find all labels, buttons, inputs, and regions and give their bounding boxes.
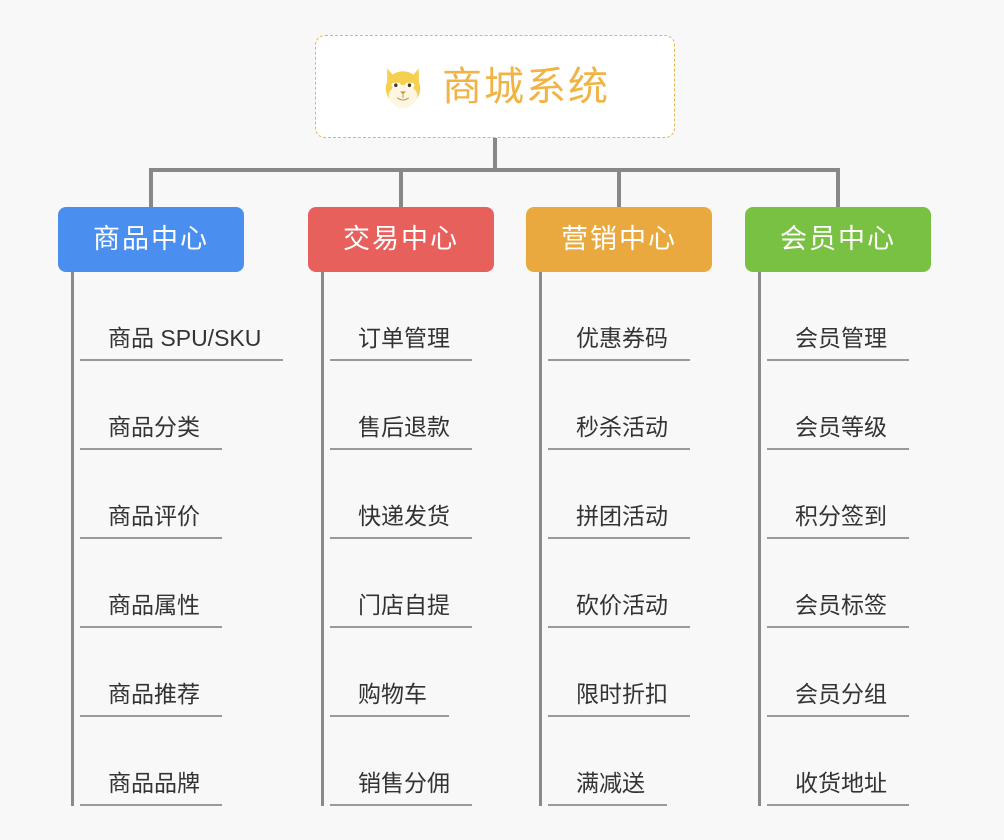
- branch-header-1[interactable]: 商品中心: [58, 207, 244, 272]
- leaf-rail-4: 会员管理 会员等级 积分签到 会员标签 会员分组 收货地址: [758, 272, 931, 806]
- list-item[interactable]: 收货地址: [761, 717, 931, 806]
- connector-drop-4: [836, 168, 840, 209]
- leaf-label: 商品品牌: [80, 772, 222, 806]
- leaf-label: 快递发货: [330, 505, 472, 539]
- list-item[interactable]: 门店自提: [324, 539, 494, 628]
- leaf-label: 门店自提: [330, 594, 472, 628]
- list-item[interactable]: 积分签到: [761, 450, 931, 539]
- list-item[interactable]: 秒杀活动: [542, 361, 712, 450]
- list-item[interactable]: 满减送: [542, 717, 712, 806]
- branch-column-4: 会员中心 会员管理 会员等级 积分签到 会员标签 会员分组 收货地址: [745, 207, 931, 806]
- leaf-label: 收货地址: [767, 772, 909, 806]
- leaf-label: 拼团活动: [548, 505, 690, 539]
- leaf-rail-3: 优惠券码 秒杀活动 拼团活动 砍价活动 限时折扣 满减送: [539, 272, 712, 806]
- root-title: 商城系统: [442, 64, 610, 109]
- connector-horizontal-bus: [149, 168, 840, 172]
- list-item[interactable]: 商品品牌: [74, 717, 244, 806]
- root-node[interactable]: 商城系统: [315, 35, 675, 138]
- list-item[interactable]: 会员分组: [761, 628, 931, 717]
- list-item[interactable]: 快递发货: [324, 450, 494, 539]
- list-item[interactable]: 会员管理: [761, 272, 931, 361]
- list-item[interactable]: 限时折扣: [542, 628, 712, 717]
- leaf-label: 砍价活动: [548, 594, 690, 628]
- branch-header-4[interactable]: 会员中心: [745, 207, 931, 272]
- leaf-label: 商品评价: [80, 505, 222, 539]
- leaf-label: 会员标签: [767, 594, 909, 628]
- leaf-label: 限时折扣: [548, 683, 690, 717]
- leaf-rail-1: 商品 SPU/SKU 商品分类 商品评价 商品属性 商品推荐 商品品牌: [71, 272, 284, 806]
- leaf-label: 订单管理: [330, 327, 472, 361]
- leaf-label: 售后退款: [330, 416, 472, 450]
- list-item[interactable]: 购物车: [324, 628, 494, 717]
- leaf-label: 商品属性: [80, 594, 222, 628]
- connector-drop-2: [399, 168, 403, 209]
- connector-root-stem: [493, 138, 497, 171]
- leaf-label: 积分签到: [767, 505, 909, 539]
- leaf-label: 商品 SPU/SKU: [80, 327, 284, 361]
- branch-column-1: 商品中心 商品 SPU/SKU 商品分类 商品评价 商品属性 商品推荐 商品品牌: [58, 207, 284, 806]
- leaf-label: 会员管理: [767, 327, 909, 361]
- shiba-dog-face-icon: [385, 67, 421, 109]
- connector-drop-3: [617, 168, 621, 209]
- list-item[interactable]: 优惠券码: [542, 272, 712, 361]
- branch-header-2[interactable]: 交易中心: [308, 207, 494, 272]
- list-item[interactable]: 拼团活动: [542, 450, 712, 539]
- list-item[interactable]: 商品分类: [74, 361, 244, 450]
- branch-header-3[interactable]: 营销中心: [526, 207, 712, 272]
- leaf-label: 商品推荐: [80, 683, 222, 717]
- list-item[interactable]: 售后退款: [324, 361, 494, 450]
- leaf-label: 会员分组: [767, 683, 909, 717]
- list-item[interactable]: 商品评价: [74, 450, 244, 539]
- list-item[interactable]: 商品属性: [74, 539, 244, 628]
- leaf-rail-2: 订单管理 售后退款 快递发货 门店自提 购物车 销售分佣: [321, 272, 494, 806]
- connector-drop-1: [149, 168, 153, 209]
- branch-column-2: 交易中心 订单管理 售后退款 快递发货 门店自提 购物车 销售分佣: [308, 207, 494, 806]
- list-item[interactable]: 会员等级: [761, 361, 931, 450]
- leaf-label: 秒杀活动: [548, 416, 690, 450]
- leaf-label: 销售分佣: [330, 772, 472, 806]
- list-item[interactable]: 商品 SPU/SKU: [74, 272, 284, 361]
- list-item[interactable]: 砍价活动: [542, 539, 712, 628]
- leaf-label: 优惠券码: [548, 327, 690, 361]
- branch-column-3: 营销中心 优惠券码 秒杀活动 拼团活动 砍价活动 限时折扣 满减送: [526, 207, 712, 806]
- list-item[interactable]: 销售分佣: [324, 717, 494, 806]
- leaf-label: 购物车: [330, 683, 449, 717]
- leaf-label: 满减送: [548, 772, 667, 806]
- list-item[interactable]: 订单管理: [324, 272, 494, 361]
- leaf-label: 商品分类: [80, 416, 222, 450]
- leaf-label: 会员等级: [767, 416, 909, 450]
- list-item[interactable]: 商品推荐: [74, 628, 244, 717]
- list-item[interactable]: 会员标签: [761, 539, 931, 628]
